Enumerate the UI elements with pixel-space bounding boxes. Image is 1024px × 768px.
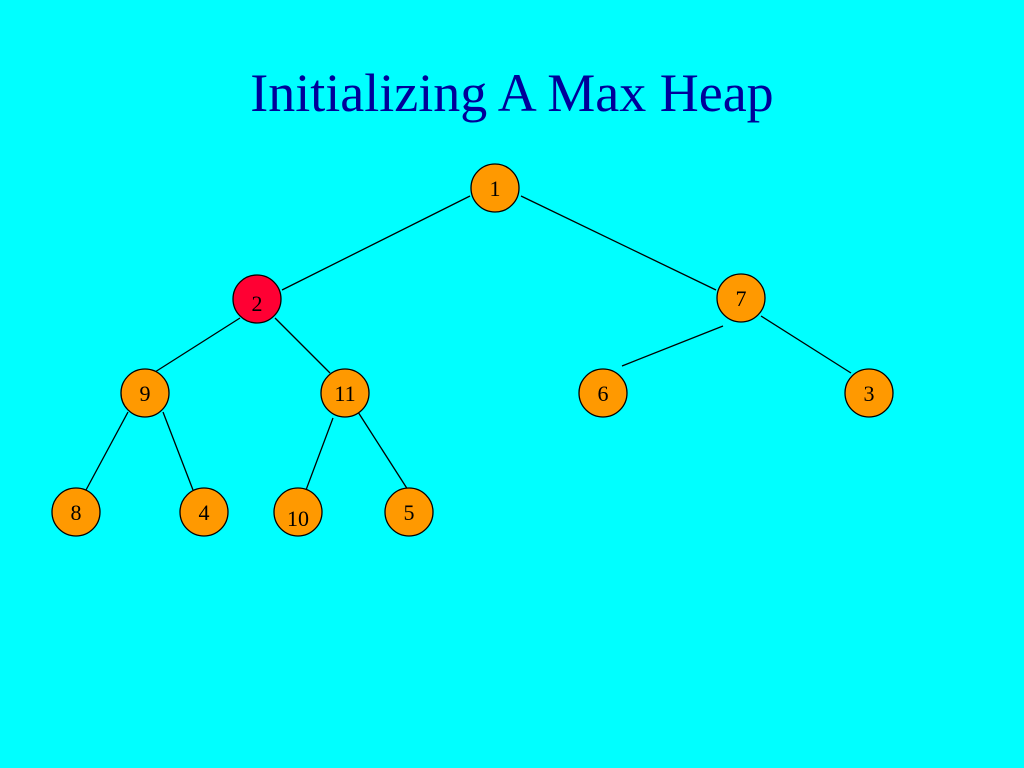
tree-node-11: 11 — [320, 368, 370, 418]
tree-node-2: 2 — [232, 274, 282, 324]
edge-n4-n9 — [162, 411, 194, 491]
slide-title: Initializing A Max Heap — [250, 63, 774, 123]
node-label: 3 — [864, 381, 875, 406]
tree-node-3: 3 — [844, 368, 894, 418]
node-circle — [384, 487, 434, 537]
edge-n3-n6 — [621, 325, 724, 367]
edge-n1-n2 — [281, 195, 471, 291]
node-circle — [120, 368, 170, 418]
node-circle — [51, 487, 101, 537]
node-label: 9 — [140, 381, 151, 406]
node-label: 4 — [199, 500, 210, 525]
tree-node-8: 8 — [51, 487, 101, 537]
node-circle — [578, 368, 628, 418]
tree-node-9: 9 — [120, 368, 170, 418]
tree-node-7: 7 — [716, 273, 766, 323]
node-label: 11 — [334, 381, 355, 406]
edge-n2-n4 — [154, 317, 241, 373]
node-circle — [470, 163, 520, 213]
node-label: 10 — [287, 506, 309, 531]
edge-n5-n11 — [357, 411, 409, 491]
edge-n2-n5 — [274, 317, 331, 374]
edge-n1-n3 — [520, 195, 717, 291]
node-label: 2 — [252, 291, 263, 316]
tree-node-10: 10 — [273, 487, 323, 537]
node-circle — [844, 368, 894, 418]
node-label: 1 — [490, 176, 501, 201]
edge-n4-n8 — [85, 411, 129, 491]
edges-layer — [85, 195, 852, 491]
node-circle — [273, 487, 323, 537]
tree-node-5: 5 — [384, 487, 434, 537]
node-circle — [716, 273, 766, 323]
edge-n5-n10 — [305, 417, 334, 491]
tree-node-1: 1 — [470, 163, 520, 213]
node-label: 6 — [598, 381, 609, 406]
node-circle — [320, 368, 370, 418]
tree-node-4: 4 — [179, 487, 229, 537]
node-label: 8 — [71, 500, 82, 525]
node-circle — [232, 274, 282, 324]
edge-n3-n7 — [760, 315, 852, 374]
node-label: 7 — [736, 286, 747, 311]
node-circle — [179, 487, 229, 537]
node-label: 5 — [404, 500, 415, 525]
nodes-layer: 1 2 7 9 11 6 3 8 4 10 5 — [51, 163, 894, 537]
tree-node-6: 6 — [578, 368, 628, 418]
